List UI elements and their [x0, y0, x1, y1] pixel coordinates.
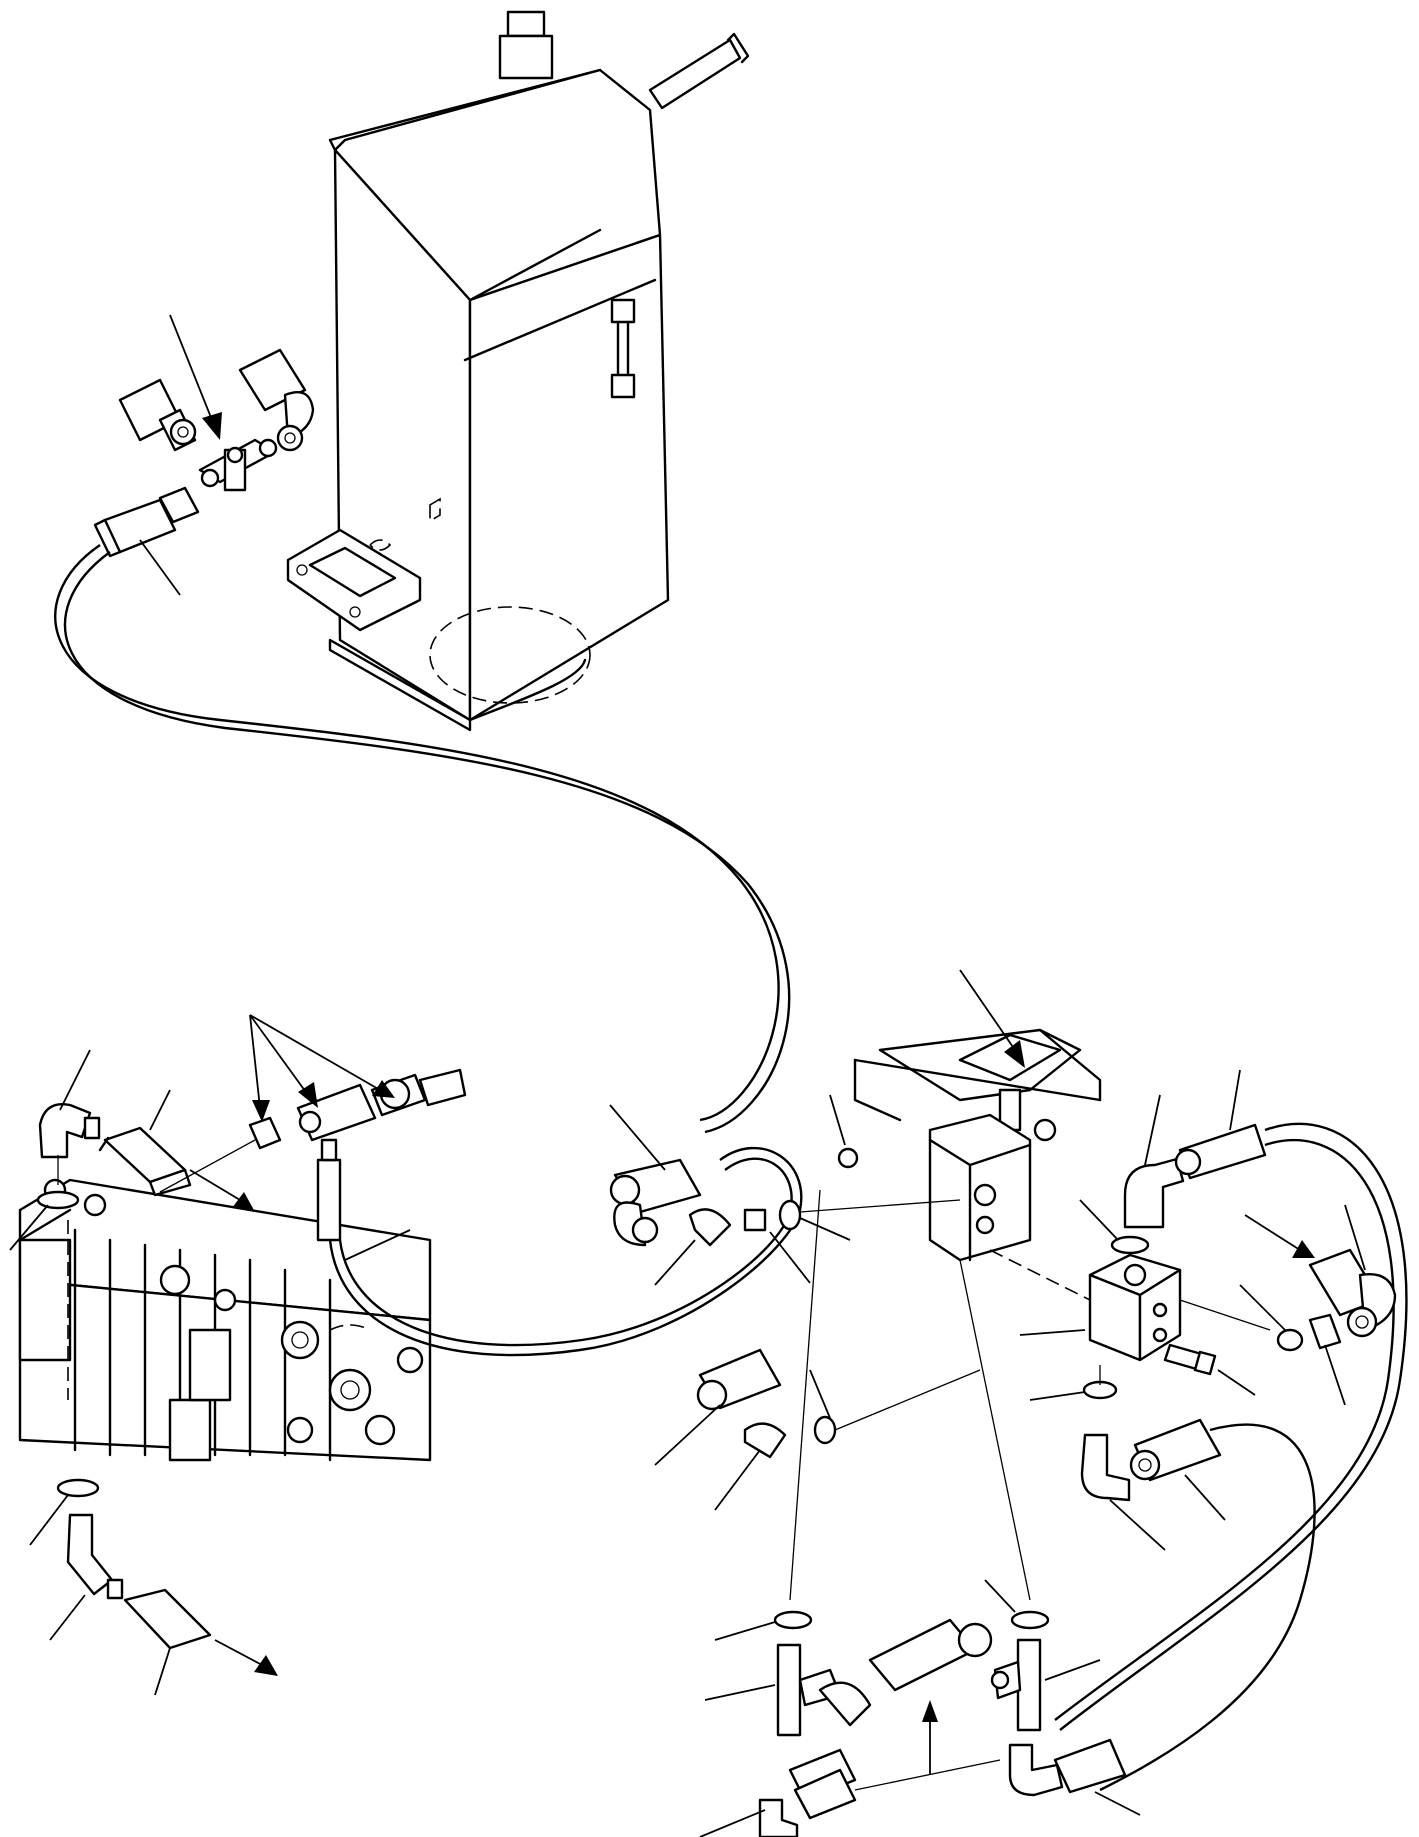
o-ring-tee-right	[1010, 1610, 1050, 1630]
tee-hose	[328, 1146, 803, 1357]
elbow-bottom-left	[699, 1768, 857, 1837]
valve-block	[989, 1249, 1271, 1362]
elbow-bottom-right	[1008, 1738, 1141, 1816]
hydraulic-tank	[286, 10, 750, 732]
nut	[837, 1147, 859, 1169]
elbow-fitting-lower	[49, 1513, 124, 1641]
o-ring-tee-left	[773, 1610, 813, 1630]
o-ring-lower	[56, 1478, 100, 1498]
hose-end-lower	[123, 1588, 278, 1696]
hose-center-bottom	[868, 1618, 993, 1775]
center-fittings	[609, 1104, 961, 1286]
control-valve-bank	[18, 1178, 432, 1462]
return-hose	[54, 544, 780, 1122]
hose-end-upper	[98, 1089, 255, 1212]
tee-fitting-right	[990, 1638, 1101, 1732]
tee-fitting-assembly	[159, 1014, 467, 1261]
elbow-upper-right	[1079, 1069, 1267, 1255]
foot-pedal-valve	[853, 969, 1102, 1262]
elbow-lower-right	[1080, 1418, 1226, 1551]
cross-fitting-assembly	[93, 314, 315, 596]
elbow-fitting	[38, 1049, 101, 1159]
hose-assembly-right	[1239, 1204, 1397, 1406]
o-ring	[36, 1190, 80, 1210]
bolt	[1163, 1343, 1256, 1396]
tee-fitting-left	[704, 1643, 872, 1802]
lower-center-fittings	[654, 1348, 981, 1511]
